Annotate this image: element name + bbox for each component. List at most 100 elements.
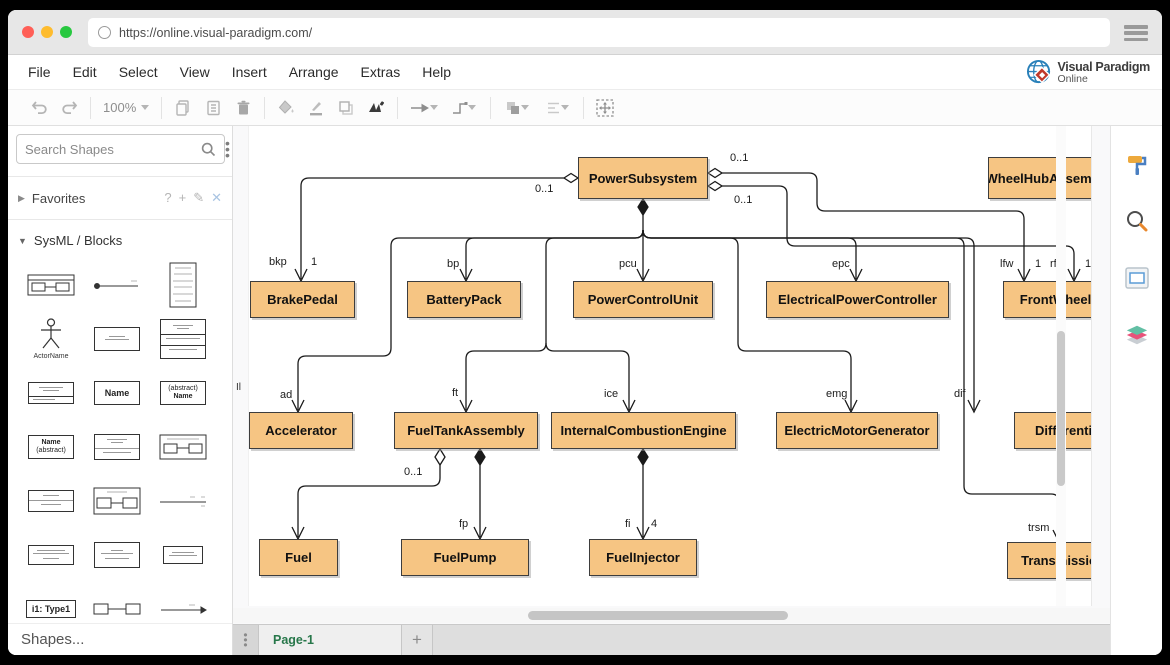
panel-window-icon[interactable] (1124, 266, 1149, 290)
layers-icon[interactable] (1125, 323, 1149, 347)
shape-dependency-arrow[interactable] (154, 584, 212, 623)
shape-block-compartments[interactable] (154, 314, 212, 364)
shape-block-titled[interactable] (22, 368, 80, 418)
shadow-button[interactable] (333, 95, 359, 121)
block-batterypack[interactable]: BatteryPack (407, 281, 521, 318)
shape-value-type[interactable] (154, 530, 212, 580)
zoom-icon[interactable] (1125, 209, 1149, 233)
search-shapes-input[interactable] (25, 141, 201, 157)
minimize-window-button[interactable] (41, 26, 53, 38)
shape-name-abstract-block[interactable]: Name (abstract) (22, 422, 80, 472)
shape-composite-two-parts[interactable] (154, 422, 212, 472)
block-transmission[interactable]: Transmission (1007, 542, 1091, 579)
format-painter-icon[interactable] (1125, 152, 1149, 176)
block-fuelinjector[interactable]: FuelInjector (589, 539, 697, 576)
menu-arrange[interactable]: Arrange (288, 64, 339, 80)
instance-label: i1: Type1 (31, 604, 71, 614)
menu-extras[interactable]: Extras (360, 64, 401, 80)
fit-to-window-button[interactable] (592, 95, 618, 121)
shape-actor[interactable]: ActorName (22, 314, 80, 364)
diagram-page[interactable]: PowerSubsystem WheelHubAssembly BrakePed… (248, 126, 1092, 606)
edge-label-lfw-1: 1 (1035, 258, 1042, 270)
vertical-scrollbar[interactable] (1056, 126, 1066, 606)
bring-to-front-dropdown[interactable] (499, 95, 535, 121)
connection-style-dropdown[interactable] (406, 95, 442, 121)
block-fuel[interactable]: Fuel (259, 539, 338, 576)
search-shapes-box[interactable] (16, 134, 225, 164)
block-fuelpump[interactable]: FuelPump (401, 539, 529, 576)
shape-simple-block[interactable] (88, 314, 146, 364)
paste-button[interactable] (200, 95, 226, 121)
chevron-down-icon: ▼ (18, 235, 27, 246)
shape-block-detailed[interactable] (154, 260, 212, 310)
favorites-label: Favorites (31, 190, 86, 206)
vertical-scrollbar-thumb[interactable] (1057, 331, 1065, 486)
copy-button[interactable] (170, 95, 196, 121)
menu-file[interactable]: File (28, 64, 51, 80)
menu-select[interactable]: Select (118, 64, 158, 80)
zoom-level-dropdown[interactable]: 100% (99, 100, 153, 115)
block-internalcombustionengine[interactable]: InternalCombustionEngine (551, 412, 736, 449)
shape-block-two-lines[interactable] (22, 476, 80, 526)
connector-routing-dropdown[interactable] (446, 95, 482, 121)
shape-abstract-block[interactable]: (abstract) Name (154, 368, 212, 418)
favorites-help-icon[interactable]: ? (164, 190, 172, 205)
format-brush-button[interactable] (363, 95, 389, 121)
favorites-section[interactable]: ▶ Favorites ? + ✎ ✕ (8, 181, 232, 215)
menu-edit[interactable]: Edit (72, 64, 97, 80)
favorites-add-icon[interactable]: + (178, 190, 187, 205)
browser-window: https://online.visual-paradigm.com/ File… (8, 10, 1162, 655)
block-accelerator[interactable]: Accelerator (249, 412, 353, 449)
delete-button[interactable] (230, 95, 256, 121)
chevron-down-icon (521, 105, 530, 110)
shape-block-three-rows[interactable] (88, 422, 146, 472)
tab-page-1[interactable]: Page-1 (259, 625, 402, 655)
block-powercontrolunit[interactable]: PowerControlUnit (573, 281, 713, 318)
shape-multiplicity-line[interactable] (154, 476, 212, 526)
globe-icon (1027, 59, 1051, 84)
block-frontwheel[interactable]: FrontWheel (1003, 281, 1091, 318)
close-window-button[interactable] (22, 26, 34, 38)
menu-help[interactable]: Help (422, 64, 452, 80)
site-info-icon[interactable] (98, 26, 111, 39)
url-text[interactable]: https://online.visual-paradigm.com/ (119, 25, 313, 40)
align-dropdown[interactable] (539, 95, 575, 121)
maximize-window-button[interactable] (60, 26, 72, 38)
page-list-icon[interactable]: ••• (233, 625, 259, 655)
undo-button[interactable] (26, 95, 52, 121)
shape-constraint-block[interactable] (22, 530, 80, 580)
horizontal-scrollbar[interactable] (233, 608, 1110, 623)
address-bar[interactable]: https://online.visual-paradigm.com/ (88, 18, 1110, 47)
menu-view[interactable]: View (179, 64, 210, 80)
menu-insert[interactable]: Insert (231, 64, 267, 80)
block-electricmotorgenerator[interactable]: ElectricMotorGenerator (776, 412, 938, 449)
redo-button[interactable] (56, 95, 82, 121)
chevron-down-icon (468, 105, 477, 110)
shape-linked-parts[interactable] (88, 584, 146, 623)
block-differential[interactable]: Differential (1014, 412, 1091, 449)
shape-constraint-composite[interactable] (88, 530, 146, 580)
shape-name-block[interactable]: Name (88, 368, 146, 418)
panel-options-icon[interactable]: ••• (225, 135, 230, 163)
shape-association-line[interactable] (88, 260, 146, 310)
abstract-block-line1: (abstract) (168, 385, 198, 392)
more-shapes-button[interactable]: Shapes... (8, 623, 232, 655)
shape-instance-block[interactable]: i1: Type1 (22, 584, 80, 623)
block-powersubsystem[interactable]: PowerSubsystem (578, 157, 708, 199)
block-electricalpowercontroller[interactable]: ElectricalPowerController (766, 281, 949, 318)
block-brakepedal[interactable]: BrakePedal (250, 281, 355, 318)
add-page-button[interactable]: + (402, 625, 433, 655)
horizontal-scrollbar-thumb[interactable] (528, 611, 788, 620)
block-fueltankassembly[interactable]: FuelTankAssembly (394, 412, 538, 449)
sysml-blocks-section[interactable]: ▼ SysML / Blocks (8, 224, 232, 254)
browser-menu-icon[interactable] (1124, 25, 1148, 41)
block-wheelhubassembly[interactable]: WheelHubAssembly (988, 157, 1091, 199)
line-color-button[interactable] (303, 95, 329, 121)
diagram-canvas[interactable]: Il (233, 126, 1110, 655)
shape-composite-block[interactable] (22, 260, 80, 310)
shape-composite-titled[interactable] (88, 476, 146, 526)
sysml-blocks-label: SysML / Blocks (33, 233, 123, 248)
favorites-edit-icon[interactable]: ✎ (193, 190, 205, 205)
fill-color-button[interactable] (273, 95, 299, 121)
favorites-close-icon[interactable]: ✕ (211, 190, 222, 205)
